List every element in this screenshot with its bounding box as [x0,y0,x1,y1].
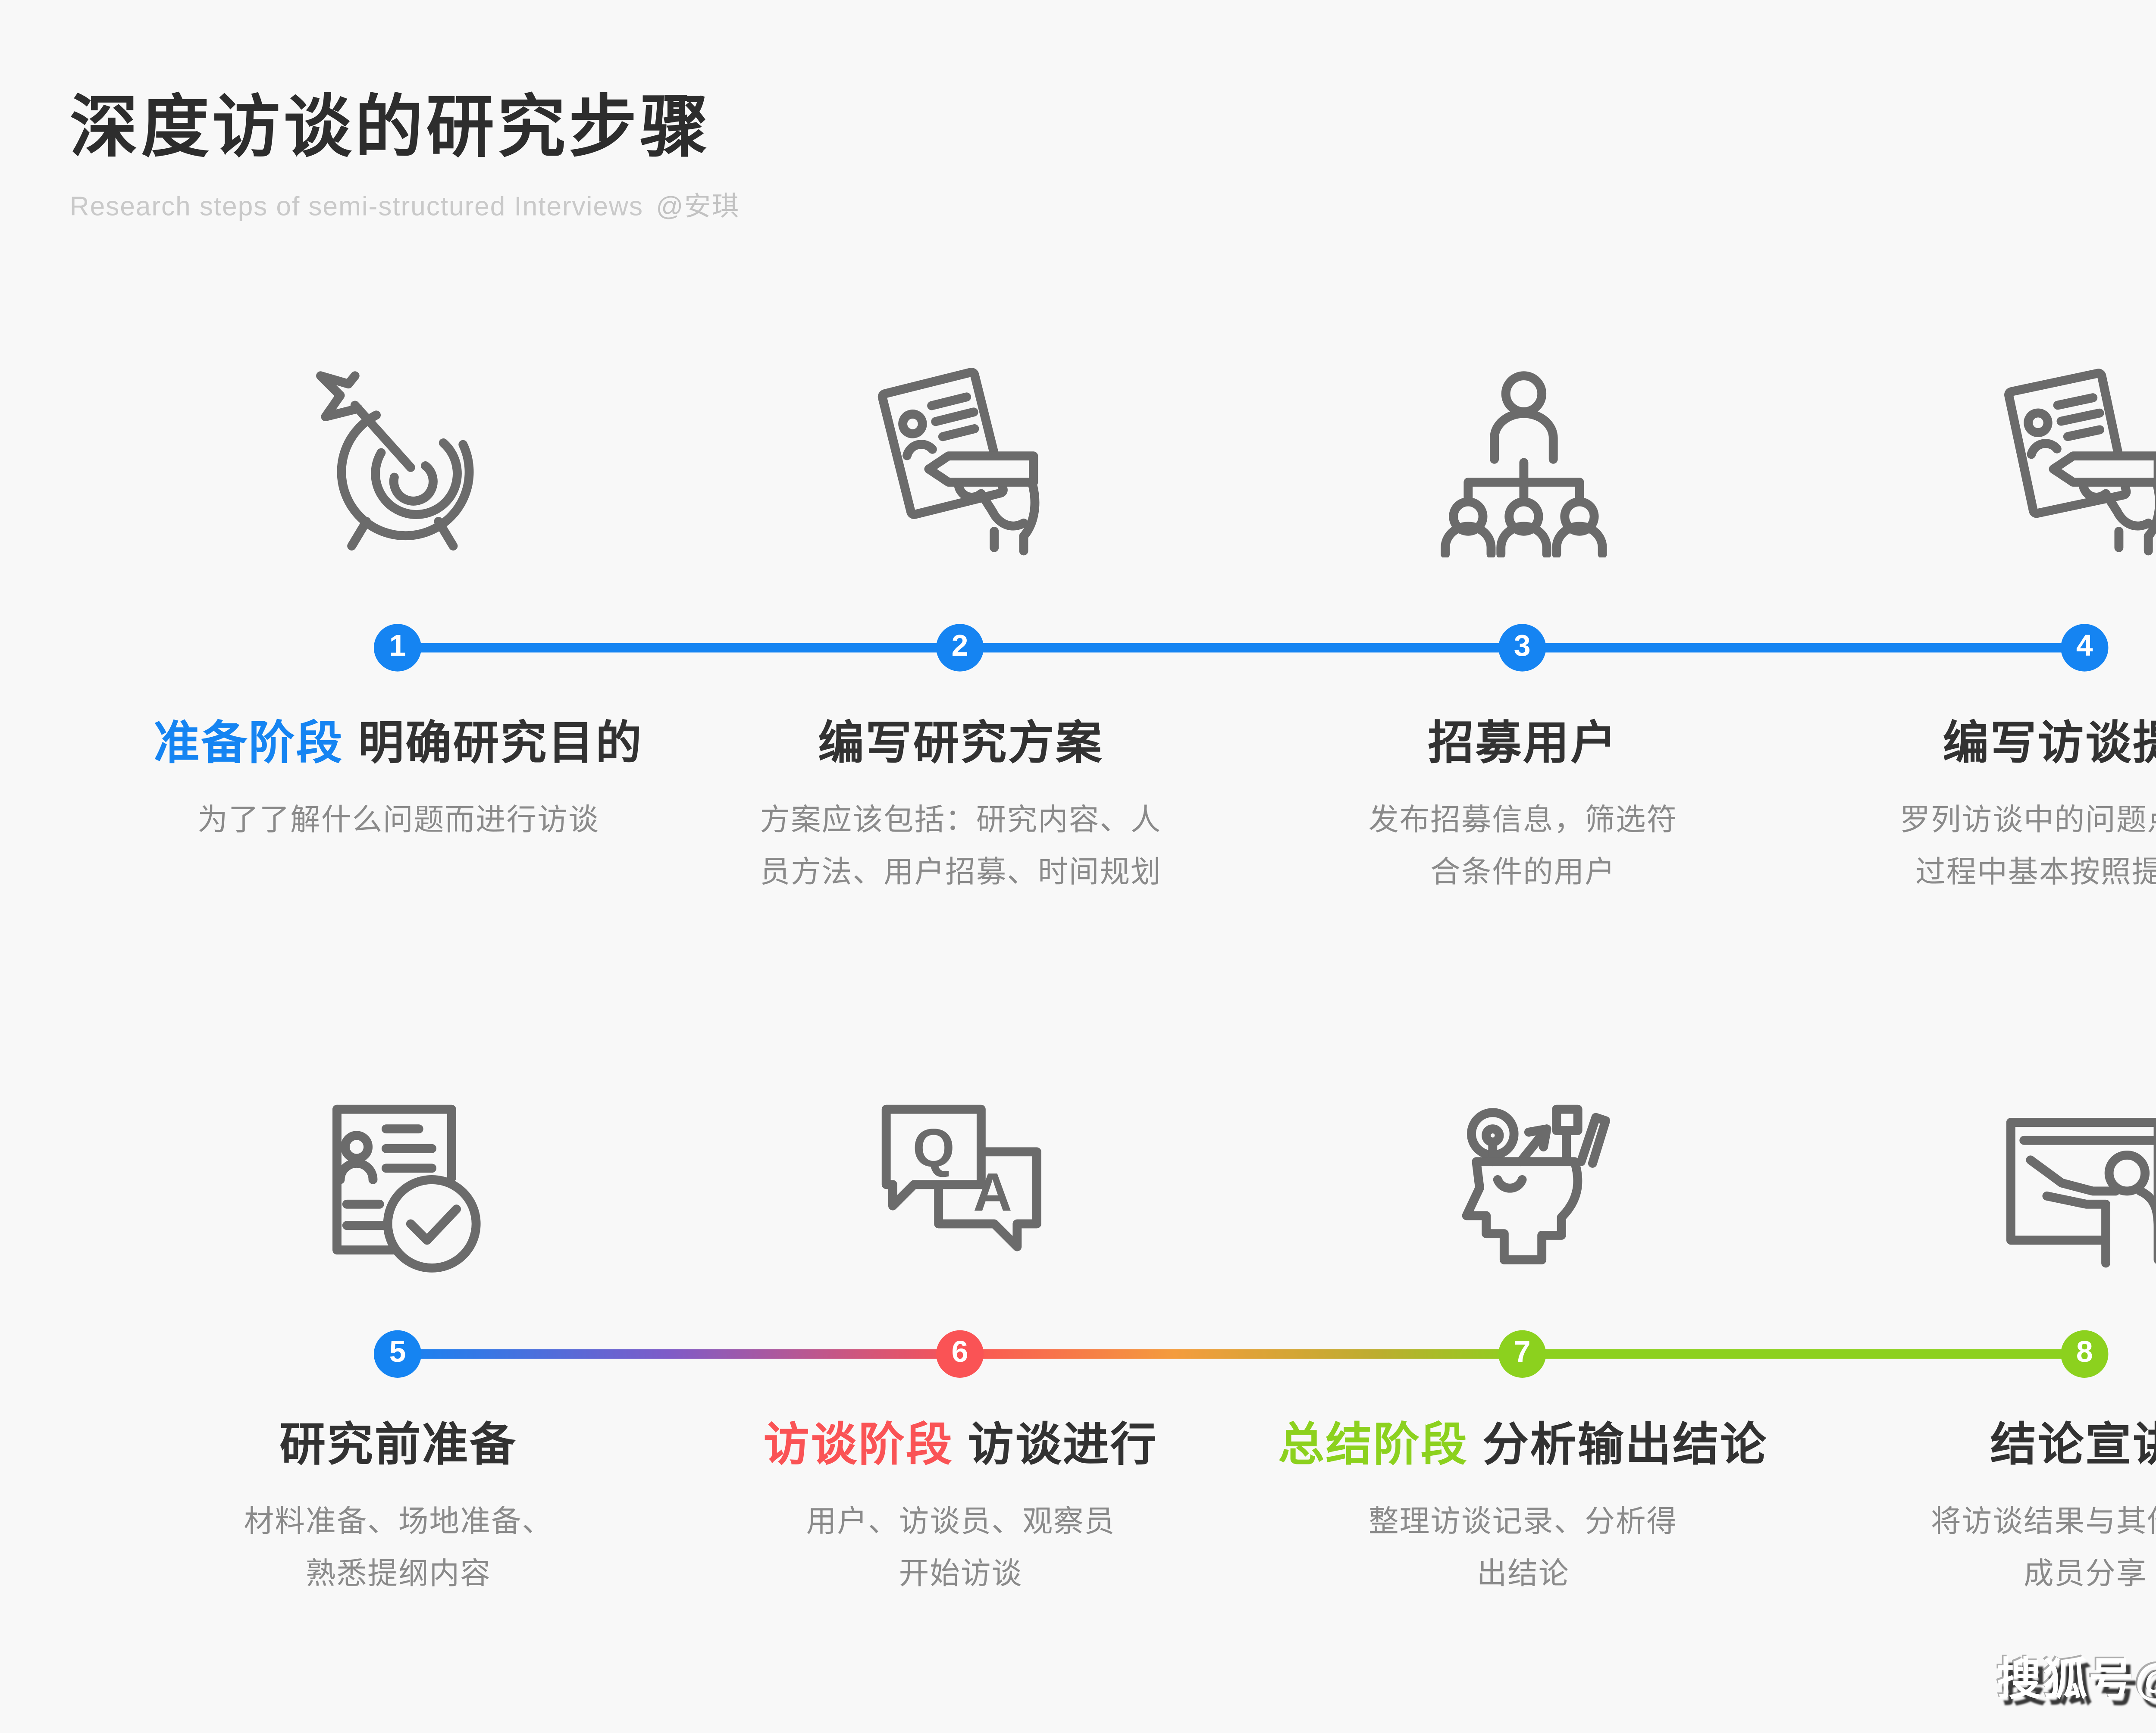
step-title: 结论宣讲 [1990,1417,2156,1475]
step-desc: 为了了解什么问题而进行访谈 [197,805,599,838]
step-desc: 发布招募信息，筛选符 合条件的用户 [1368,805,1678,891]
row1-texts: 准备阶段明确研究目的 为了了解什么问题而进行访谈 编写研究方案 方案应该包括：研… [117,716,2156,900]
step-2-cell [680,357,1242,563]
step-phase-label: 访谈阶段 [763,1420,954,1471]
write-outline-icon [1987,357,2156,563]
author-handle: @安琪 [656,191,740,221]
step-title: 总结阶段分析输出结论 [1278,1417,1767,1475]
step-2-badge: 2 [936,624,984,672]
step-6-badge: 6 [936,1330,984,1378]
row2-icons: A Q [117,1082,2156,1288]
row1-timeline: 1 2 3 4 [117,624,2156,672]
step-7-badge: 7 [1498,1330,1546,1378]
step-7-text: 总结阶段分析输出结论 整理访谈记录、分析得 出结论 [1242,1417,1804,1602]
step-title: 研究前准备 [279,1417,517,1475]
row2-line [398,1349,2086,1359]
step-5-badge: 5 [373,1330,422,1378]
subtitle-text: Research steps of semi-structured Interv… [69,191,643,221]
step-1-badge: 1 [373,624,422,672]
step-desc: 材料准备、场地准备、 熟悉提纲内容 [244,1506,553,1592]
page-title: 深度访谈的研究步骤 [69,90,711,166]
write-plan-icon [862,357,1059,563]
step-title: 准备阶段明确研究目的 [154,716,643,773]
step-desc: 整理访谈记录、分析得 出结论 [1368,1506,1678,1592]
step-title: 编写访谈提纲 [1943,716,2156,773]
step-8-badge: 8 [2061,1330,2109,1378]
row2-timeline: 5 6 7 8 [117,1330,2156,1378]
step-title-label: 分析输出结论 [1482,1420,1768,1471]
step-3-cell [1242,357,1804,563]
step-desc: 罗列访谈中的问题点，访谈 过程中基本按照提纲询问 [1900,805,2156,891]
step-8-text: 结论宣讲 将访谈结果与其他团队 成员分享 [1804,1417,2156,1602]
qa-q-letter: Q [912,1118,954,1178]
watermark: 搜狐号@华之杰门窗 [1997,1655,2156,1704]
step-2-text: 编写研究方案 方案应该包括：研究内容、人 员方法、用户招募、时间规划 [680,716,1242,900]
step-title: 访谈阶段访谈进行 [764,1417,1158,1475]
step-1-text: 准备阶段明确研究目的 为了了解什么问题而进行访谈 [117,716,680,900]
qa-bubbles-icon: A Q [862,1082,1059,1288]
row2-texts: 研究前准备 材料准备、场地准备、 熟悉提纲内容 访谈阶段访谈进行 用户、访谈员、… [117,1417,2156,1602]
step-title-label: 访谈进行 [968,1420,1158,1471]
step-desc: 用户、访谈员、观察员 开始访谈 [806,1506,1116,1592]
step-4-text: 编写访谈提纲 罗列访谈中的问题点，访谈 过程中基本按照提纲询问 [1804,716,2156,900]
step-4-badge: 4 [2061,624,2109,672]
step-desc: 方案应该包括：研究内容、人 员方法、用户招募、时间规划 [760,805,1162,891]
step-title: 招募用户 [1428,716,1618,773]
step-title-label: 结论宣讲 [1990,1420,2156,1471]
step-phase-label: 总结阶段 [1278,1420,1469,1471]
recruit-users-icon [1425,357,1621,563]
step-3-badge: 3 [1498,624,1546,672]
step-title-label: 明确研究目的 [358,719,643,770]
step-title: 编写研究方案 [818,716,1103,773]
step-phase-label: 准备阶段 [154,719,344,770]
step-6-cell: A Q [680,1082,1242,1288]
step-7-cell [1242,1082,1804,1288]
step-title-label: 研究前准备 [279,1420,517,1471]
step-4-cell [1804,357,2156,563]
step-8-cell [1804,1082,2156,1288]
step-1-cell [117,357,680,563]
row1-line [398,643,2086,653]
doc-check-icon [300,1082,497,1288]
target-icon [300,357,497,563]
header: 深度访谈的研究步骤 Research steps of semi-structu… [70,89,740,223]
step-desc: 将访谈结果与其他团队 成员分享 [1930,1506,2156,1592]
step-3-text: 招募用户 发布招募信息，筛选符 合条件的用户 [1242,716,1804,900]
step-5-cell [117,1082,680,1288]
row1-icons [117,357,2156,563]
step-6-text: 访谈阶段访谈进行 用户、访谈员、观察员 开始访谈 [680,1417,1242,1602]
think-head-icon [1425,1082,1621,1288]
page-subtitle: Research steps of semi-structured Interv… [70,183,740,223]
step-title-label: 招募用户 [1428,719,1618,770]
step-5-text: 研究前准备 材料准备、场地准备、 熟悉提纲内容 [117,1417,680,1602]
step-title-label: 编写研究方案 [818,719,1103,770]
presentation-icon [1987,1082,2156,1288]
step-title-label: 编写访谈提纲 [1943,719,2156,770]
